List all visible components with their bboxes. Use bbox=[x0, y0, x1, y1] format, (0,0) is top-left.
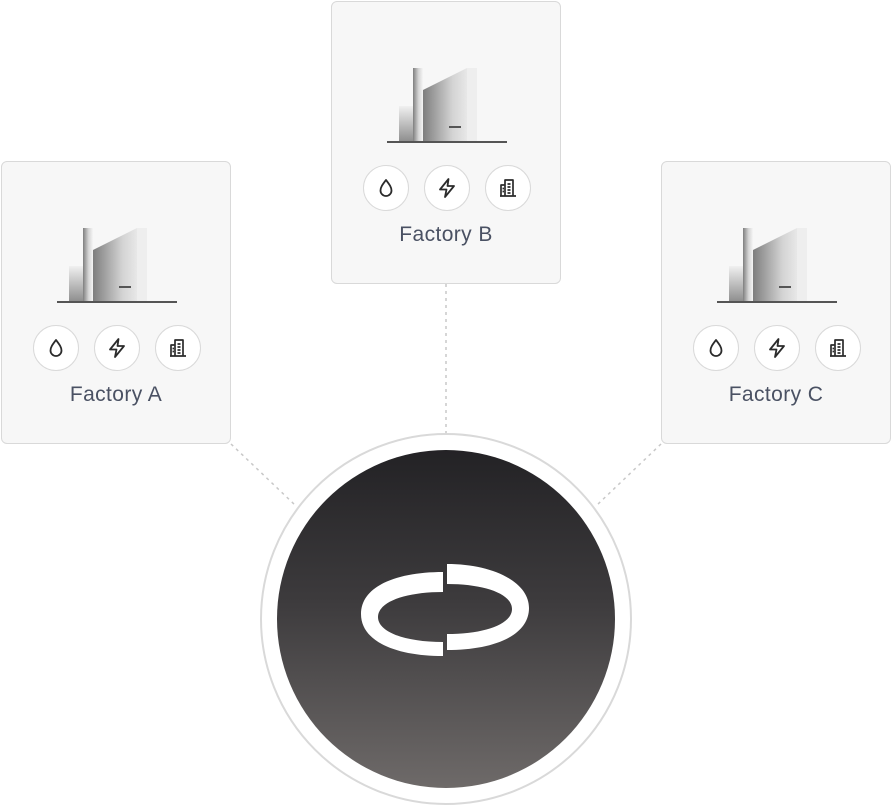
factory-label: Factory B bbox=[399, 223, 493, 246]
resource-icons bbox=[693, 325, 861, 373]
lightning-icon[interactable] bbox=[424, 165, 470, 211]
building-icon[interactable] bbox=[485, 165, 531, 211]
factory-icon bbox=[57, 228, 177, 303]
water-drop-icon[interactable] bbox=[693, 325, 739, 371]
connector-factory-c bbox=[596, 443, 662, 506]
resource-icons bbox=[33, 325, 201, 373]
building-icon[interactable] bbox=[155, 325, 201, 371]
water-drop-icon[interactable] bbox=[363, 165, 409, 211]
lightning-icon[interactable] bbox=[94, 325, 140, 371]
factory-card-a[interactable]: Factory A bbox=[1, 161, 231, 444]
factory-label: Factory C bbox=[728, 383, 824, 406]
resource-icons bbox=[363, 165, 531, 213]
building-icon[interactable] bbox=[815, 325, 861, 371]
factory-icon bbox=[717, 228, 837, 303]
loop-logo-icon bbox=[361, 564, 529, 656]
water-drop-icon[interactable] bbox=[33, 325, 79, 371]
factory-icon bbox=[387, 68, 507, 143]
central-hub[interactable] bbox=[277, 450, 615, 788]
lightning-icon[interactable] bbox=[754, 325, 800, 371]
connector-factory-a bbox=[230, 443, 296, 506]
factory-card-c[interactable]: Factory C bbox=[661, 161, 891, 444]
factory-label: Factory A bbox=[69, 383, 163, 406]
factory-card-b[interactable]: Factory B bbox=[331, 1, 561, 284]
